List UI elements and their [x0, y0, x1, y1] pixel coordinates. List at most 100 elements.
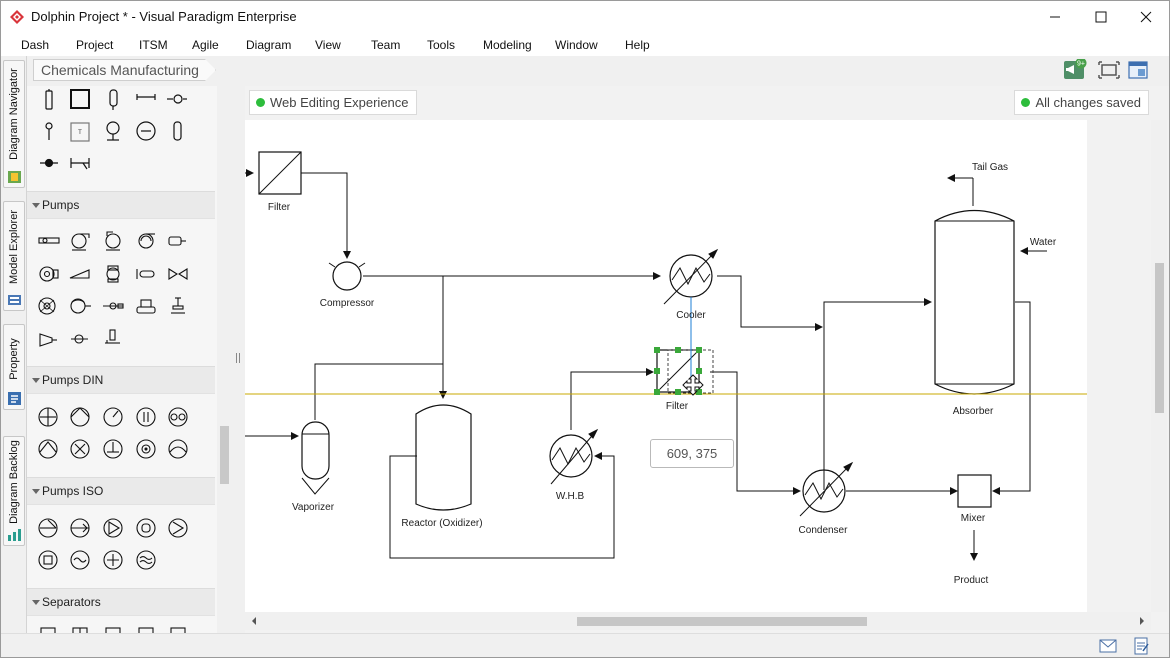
- compressor-shape[interactable]: [328, 261, 366, 291]
- menu-help[interactable]: Help: [625, 38, 650, 52]
- palette-pump-din-3-icon[interactable]: [103, 407, 123, 427]
- palette-pump-6-icon[interactable]: [39, 266, 59, 282]
- palette-separator-1-icon[interactable]: [40, 627, 56, 633]
- palette-column-icon[interactable]: [109, 89, 118, 110]
- reactor-shape[interactable]: [415, 404, 472, 511]
- menu-itsm[interactable]: ITSM: [139, 38, 168, 52]
- menu-project[interactable]: Project: [76, 38, 114, 52]
- palette-group-separators[interactable]: Separators: [27, 588, 215, 616]
- fit-diagram-button[interactable]: [1098, 59, 1120, 81]
- palette-pump-4-icon[interactable]: [138, 233, 155, 249]
- palette-gauge-icon[interactable]: [136, 121, 156, 141]
- palette-probe-icon[interactable]: [45, 122, 53, 140]
- palette-pump-iso-4-icon[interactable]: [136, 518, 156, 538]
- palette-pump-18-icon[interactable]: [105, 329, 120, 344]
- palette-scrollbar[interactable]: [217, 86, 231, 633]
- vertical-scrollbar[interactable]: [1151, 120, 1167, 612]
- palette-pump-din-2-icon[interactable]: [70, 407, 90, 427]
- palette-separator-5-icon[interactable]: [170, 627, 186, 633]
- vertical-scrollbar-thumb[interactable]: [1155, 263, 1164, 413]
- palette-pump-10-icon[interactable]: [168, 268, 188, 280]
- menu-diagram[interactable]: Diagram: [246, 38, 292, 52]
- palette-pump-iso-9-icon[interactable]: [136, 550, 156, 570]
- tab-model-explorer[interactable]: Model Explorer: [3, 201, 25, 311]
- horizontal-scrollbar[interactable]: [245, 612, 1151, 630]
- palette-separator-3-icon[interactable]: [105, 627, 121, 633]
- palette-pump-17-icon[interactable]: [71, 334, 88, 344]
- palette-pump-8-icon[interactable]: [106, 265, 120, 283]
- palette-pump-3-icon[interactable]: [105, 231, 121, 251]
- cooler-shape[interactable]: [663, 248, 719, 305]
- palette-pump-din-8-icon[interactable]: [103, 439, 123, 459]
- palette-pump-14-icon[interactable]: [136, 299, 156, 314]
- palette-separator-2-icon[interactable]: [72, 627, 88, 633]
- menu-dash[interactable]: Dash: [21, 38, 50, 52]
- whb-shape[interactable]: [549, 428, 599, 485]
- menu-agile[interactable]: Agile: [192, 38, 219, 52]
- palette-pump-iso-7-icon[interactable]: [70, 550, 90, 570]
- palette-pump-5-icon[interactable]: [168, 236, 186, 246]
- scroll-left-icon[interactable]: [252, 617, 256, 625]
- condenser-shape[interactable]: [799, 461, 854, 517]
- horizontal-scrollbar-thumb[interactable]: [577, 617, 867, 626]
- palette-pump-din-4-icon[interactable]: [136, 407, 156, 427]
- palette-pump-11-icon[interactable]: [38, 297, 56, 315]
- palette-indicator-icon[interactable]: [106, 121, 120, 141]
- palette-pump-iso-6-icon[interactable]: [38, 550, 58, 570]
- menu-team[interactable]: Team: [371, 38, 401, 52]
- menu-view[interactable]: View: [315, 38, 341, 52]
- vaporizer-shape[interactable]: [301, 421, 330, 495]
- menu-tools[interactable]: Tools: [427, 38, 456, 52]
- mail-icon[interactable]: [1099, 639, 1117, 653]
- palette-pump-din-1-icon[interactable]: [38, 407, 58, 427]
- notes-icon[interactable]: [1133, 637, 1149, 655]
- palette-pump-12-icon[interactable]: [70, 298, 91, 314]
- palette-pump-7-icon[interactable]: [69, 269, 90, 279]
- palette-pump-iso-2-icon[interactable]: [70, 518, 90, 538]
- palette-pump-13-icon[interactable]: [103, 302, 124, 310]
- palette-group-pumps-iso[interactable]: Pumps ISO: [27, 477, 215, 505]
- diagram-overview-button[interactable]: [1127, 59, 1149, 81]
- palette-nozzle-icon[interactable]: [136, 94, 156, 100]
- filter-top-shape[interactable]: [258, 151, 302, 195]
- palette-pump-din-6-icon[interactable]: [38, 439, 58, 459]
- menu-modeling[interactable]: Modeling: [483, 38, 532, 52]
- palette-pump-din-5-icon[interactable]: [168, 407, 188, 427]
- palette-pump-9-icon[interactable]: [136, 269, 155, 279]
- menu-window[interactable]: Window: [555, 38, 598, 52]
- palette-pump-din-10-icon[interactable]: [168, 439, 188, 459]
- palette-pump-iso-5-icon[interactable]: [168, 518, 188, 538]
- breadcrumb[interactable]: Chemicals Manufacturing: [33, 59, 216, 81]
- diagram-canvas[interactable]: Filter Compressor Cooler Filter Vaporize…: [245, 120, 1087, 612]
- palette-group-pumps-din[interactable]: Pumps DIN: [27, 366, 215, 394]
- panel-splitter[interactable]: [231, 86, 245, 633]
- palette-pump-iso-1-icon[interactable]: [38, 518, 58, 538]
- minimize-button[interactable]: [1032, 1, 1078, 33]
- selection-handles[interactable]: [654, 347, 702, 395]
- maximize-button[interactable]: [1078, 1, 1124, 33]
- palette-junction-icon[interactable]: [40, 158, 58, 168]
- palette-pump-16-icon[interactable]: [39, 333, 57, 347]
- palette-pump-iso-8-icon[interactable]: [103, 550, 123, 570]
- palette-pump-1-icon[interactable]: [38, 237, 60, 244]
- palette-pump-din-9-icon[interactable]: [136, 439, 156, 459]
- palette-hanger-icon[interactable]: [70, 158, 90, 170]
- palette-pump-15-icon[interactable]: [171, 297, 185, 314]
- tab-property[interactable]: Property: [3, 324, 25, 410]
- tab-diagram-navigator[interactable]: Diagram Navigator: [3, 60, 25, 188]
- close-button[interactable]: [1123, 1, 1169, 33]
- palette-pump-iso-3-icon[interactable]: [103, 518, 123, 538]
- palette-valve-icon[interactable]: [167, 94, 187, 104]
- notifications-button[interactable]: 9+: [1063, 57, 1087, 81]
- palette-pump-2-icon[interactable]: [71, 233, 90, 251]
- absorber-shape[interactable]: [934, 209, 1015, 395]
- palette-cylinder-icon[interactable]: [173, 121, 182, 141]
- scroll-right-icon[interactable]: [1140, 617, 1144, 625]
- palette-pump-din-7-icon[interactable]: [70, 439, 90, 459]
- palette-scrollbar-thumb[interactable]: [220, 426, 229, 484]
- palette-vessel-icon[interactable]: [45, 89, 53, 110]
- palette-separator-4-icon[interactable]: [138, 627, 154, 633]
- palette-box-icon[interactable]: [70, 122, 90, 142]
- mixer-shape[interactable]: [957, 474, 992, 508]
- palette-group-pumps[interactable]: Pumps: [27, 191, 215, 219]
